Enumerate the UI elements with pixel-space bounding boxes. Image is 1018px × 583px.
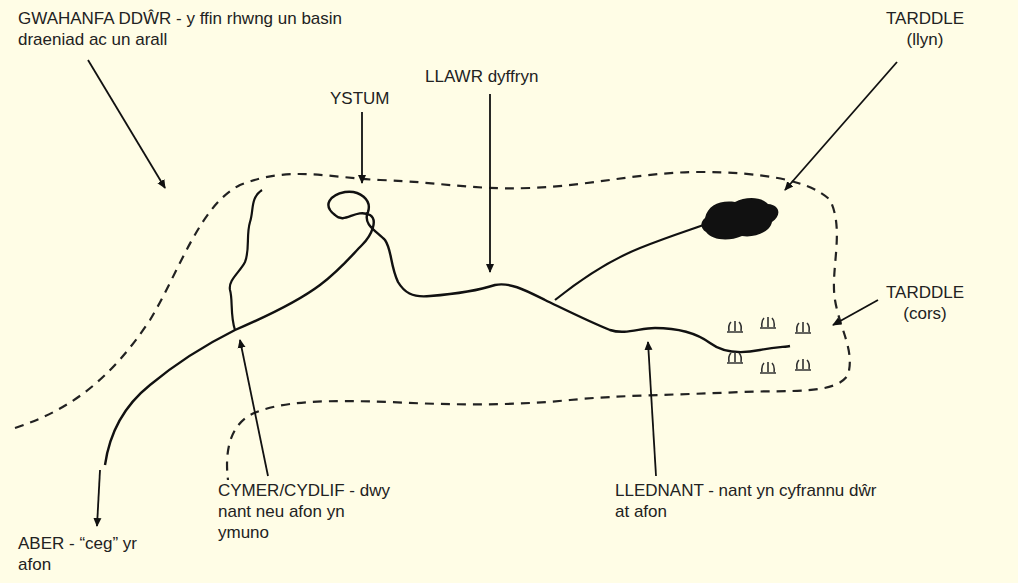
tributary-label: LLEDNANT - nant yn cyfrannu dŵr at afon [615, 480, 885, 522]
marsh-symbols [727, 317, 811, 373]
source-lake-label: TARDDLE (llyn) [880, 8, 970, 50]
source-marsh-label: TARDDLE (cors) [880, 282, 970, 324]
tributary [230, 190, 262, 330]
confluence-label: CYMER/CYDLIF - dwy nant neu afon yn ymun… [218, 480, 393, 543]
leader-arrows [88, 60, 897, 526]
watershed-label: GWAHANFA DDŴR - y ffin rhwng un basin dr… [18, 8, 408, 50]
lake [701, 198, 778, 239]
tributary [555, 222, 712, 300]
meander-label: YSTUM [330, 88, 410, 109]
watershed-line [15, 172, 850, 480]
mouth-label: ABER - “ceg” yr afon [18, 533, 138, 575]
main-river [105, 192, 790, 465]
valley-floor-label: LLAWR dyffryn [425, 66, 585, 87]
